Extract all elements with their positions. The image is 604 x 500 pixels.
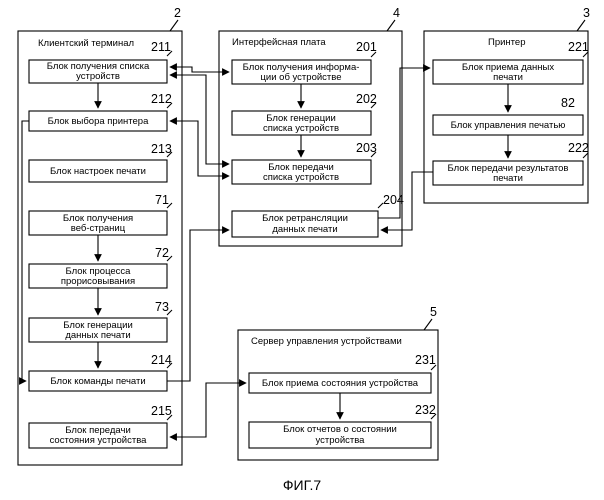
block-232-line-1: Блок отчетов о состоянии <box>283 424 397 435</box>
block-202-ref: 202 <box>356 92 377 106</box>
block-73-line-2: данных печати <box>65 330 130 341</box>
block-72-line-2: прорисовывания <box>61 276 135 287</box>
server-leader <box>424 319 432 330</box>
block-204-ref: 204 <box>383 193 404 207</box>
block-201-line-2: ции об устройстве <box>260 72 341 83</box>
block-211-ref: 211 <box>151 40 171 54</box>
block-71-line-2: веб-страниц <box>71 223 126 234</box>
client-terminal-group: 2 Клиентский терминал Блок получения спи… <box>18 6 182 465</box>
block-232-line-2: устройства <box>316 435 366 446</box>
block-215-line-2: состояния устройства <box>50 435 148 446</box>
connector-212-203 <box>170 121 229 176</box>
client-terminal-title: Клиентский терминал <box>38 38 134 49</box>
block-82-line-1: Блок управления печатью <box>451 120 566 131</box>
block-221-line-2: печати <box>493 72 523 83</box>
interface-board-group: 4 Интерфейсная плата Блок получения инфо… <box>219 6 404 246</box>
printer-ref: 3 <box>583 6 590 20</box>
block-201-ref: 201 <box>356 40 377 54</box>
figure-caption: ФИГ.7 <box>283 477 321 493</box>
block-82-ref: 82 <box>561 96 575 110</box>
block-214-line-1: Блок команды печати <box>50 376 145 387</box>
printer-group: 3 Принтер Блок приема данных печати 221 … <box>424 6 590 203</box>
server-title: Сервер управления устройствами <box>251 336 402 347</box>
block-221-ref: 221 <box>568 40 589 54</box>
client-terminal-leader <box>170 20 178 31</box>
connector-211-201 <box>170 67 229 72</box>
server-group: 5 Сервер управления устройствами Блок пр… <box>238 305 438 460</box>
block-231-ref: 231 <box>415 353 436 367</box>
block-203-line-2: списка устройств <box>263 172 339 183</box>
block-71-ref: 71 <box>155 193 169 207</box>
block-204-line-2: данных печати <box>272 224 337 235</box>
block-72-ref: 72 <box>155 246 169 260</box>
block-214-ref: 214 <box>151 353 172 367</box>
block-222-line-2: печати <box>493 173 523 184</box>
interface-board-leader <box>387 20 395 31</box>
printer-title: Принтер <box>488 37 525 48</box>
block-213-line-1: Блок настроек печати <box>50 166 146 177</box>
printer-leader <box>577 20 585 31</box>
block-212-line-1: Блок выбора принтера <box>48 116 149 127</box>
block-203-ref: 203 <box>356 141 377 155</box>
connector-215-231 <box>170 383 246 437</box>
interface-board-title: Интерфейсная плата <box>232 37 326 48</box>
block-231-line-1: Блок приема состояния устройства <box>262 378 419 389</box>
interface-board-ref: 4 <box>393 6 400 20</box>
client-terminal-ref: 2 <box>174 6 181 20</box>
arrow-212-to-214 <box>22 121 29 381</box>
block-212-ref: 212 <box>151 92 172 106</box>
block-213-ref: 213 <box>151 142 172 156</box>
server-ref: 5 <box>430 305 437 319</box>
block-232-ref: 232 <box>415 403 436 417</box>
connector-214-204 <box>167 230 229 381</box>
block-211-line-2: устройств <box>76 71 120 82</box>
connector-211-203 <box>170 75 229 164</box>
block-222-ref: 222 <box>568 141 589 155</box>
block-204-line-1: Блок ретрансляции <box>262 213 348 224</box>
block-215-ref: 215 <box>151 404 172 418</box>
block-202-line-2: списка устройств <box>263 123 339 134</box>
block-73-ref: 73 <box>155 300 169 314</box>
